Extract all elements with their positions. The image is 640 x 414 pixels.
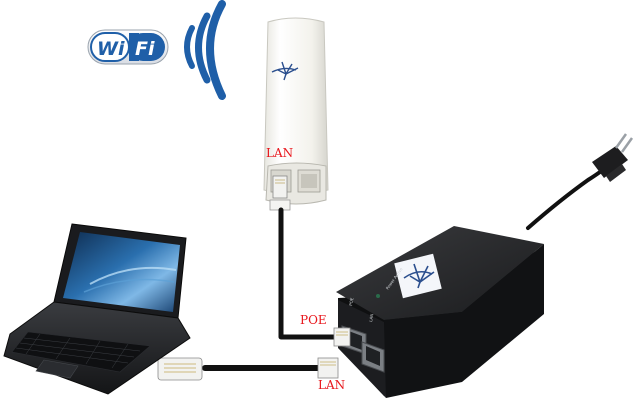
ap-lan-port-label: LAN <box>266 146 293 160</box>
lan-port-label: LAN <box>318 378 345 392</box>
poe-rj45-plug-icon <box>333 327 351 347</box>
injector-poe-small-text: POE <box>348 297 354 306</box>
injector-lan-small-text: LAN <box>368 313 374 322</box>
laptop-rj45-plug-icon <box>157 357 203 381</box>
access-point-device <box>263 17 329 211</box>
laptop-device <box>3 223 191 395</box>
lan-rj45-plug-icon <box>317 357 339 379</box>
wifi-logo-text-left: Wi <box>97 38 125 60</box>
wifi-logo-text-right: Fi <box>135 38 155 60</box>
ubiquiti-logo-icon <box>271 61 299 81</box>
poe-injector-device: Power Active POE LAN <box>336 226 544 398</box>
injector-ubiquiti-logo-icon <box>403 263 435 289</box>
injector-lan-port <box>361 341 385 373</box>
power-cable <box>526 160 614 230</box>
wifi-logo: Wi Fi <box>87 29 169 65</box>
power-led-icon <box>376 294 380 298</box>
power-plug-icon <box>592 133 634 182</box>
poe-port-label: POE <box>300 313 327 327</box>
ap-to-poe-cable <box>278 207 339 340</box>
wifi-signal-icon <box>184 0 226 100</box>
